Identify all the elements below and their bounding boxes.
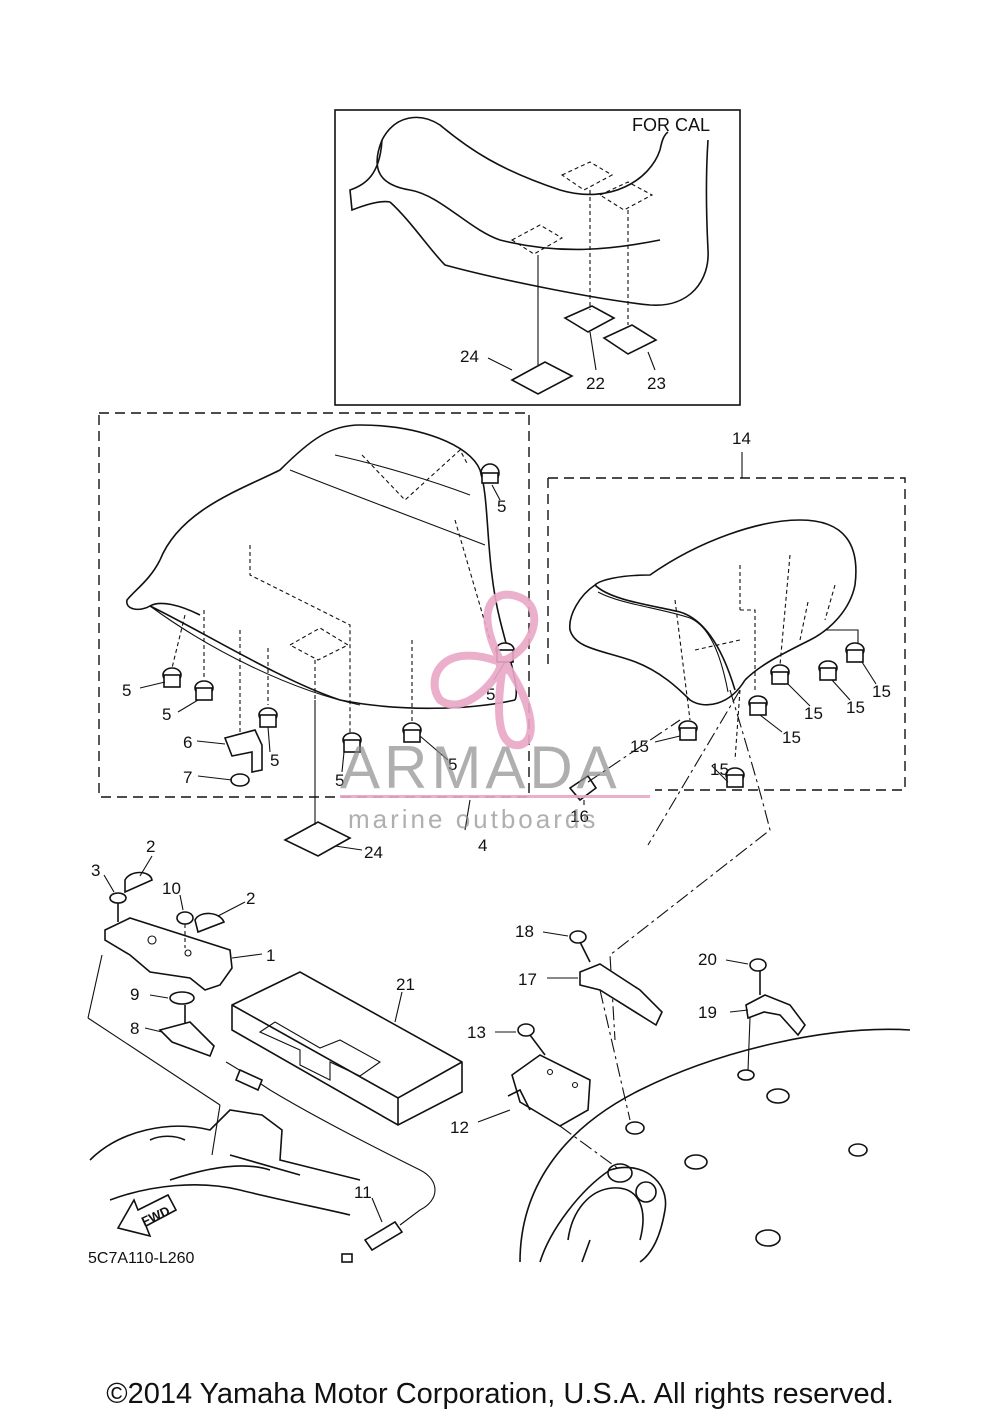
callout-1: 1 [266,946,275,965]
callout-22: 22 [586,374,605,393]
callout-5: 5 [270,751,279,770]
callout-5: 5 [162,705,171,724]
callout-8: 8 [130,1019,139,1038]
callout-15: 15 [782,728,801,747]
callout-15: 15 [846,698,865,717]
callout-24: 24 [460,347,479,366]
passenger-seat-assembly: 14 15 15 [547,429,906,826]
callout-14: 14 [732,429,751,448]
callout-5: 5 [122,681,131,700]
callout-11: 11 [354,1183,372,1202]
callout-17: 17 [518,970,537,989]
callout-2: 2 [146,837,155,856]
watermark-brand: ARMADA [340,734,621,801]
seat-hooks-and-fender: 12 13 17 18 19 20 [450,922,911,1263]
callout-2: 2 [246,889,255,908]
callout-5: 5 [448,755,457,774]
callout-15: 15 [710,760,729,779]
watermark-tagline: marine outboards [348,804,598,834]
callout-15: 15 [872,682,891,701]
callout-16: 16 [570,807,589,826]
callout-5: 5 [335,771,344,790]
callout-20: 20 [698,950,717,969]
seat-lock-assembly: FWD 2 2 3 10 1 9 8 11 5C7A110-L260 [87,837,436,1267]
copyright-notice: ©2014 Yamaha Motor Corporation, U.S.A. A… [106,1378,894,1410]
grommet [480,463,500,484]
callout-24: 24 [364,843,383,862]
callout-7: 7 [183,768,192,787]
callout-13: 13 [467,1023,486,1042]
callout-5: 5 [497,497,506,516]
callout-23: 23 [647,374,666,393]
callout-10: 10 [162,879,181,898]
callout-15: 15 [804,704,823,723]
callout-3: 3 [91,861,100,880]
diagram-code: 5C7A110-L260 [88,1250,195,1267]
callout-19: 19 [698,1003,717,1022]
propeller-logo [430,590,539,750]
storage-tray: 21 [231,971,463,1126]
callout-9: 9 [130,985,139,1004]
callout-12: 12 [450,1118,469,1137]
front-seat-assembly: 5 5 5 5 5 5 5 6 7 24 4 [98,412,530,862]
inset-for-cal: FOR CAL 24 22 23 [334,109,741,406]
callout-21: 21 [396,975,415,994]
callout-18: 18 [515,922,534,941]
armada-watermark: ARMADA marine outboards [340,590,650,834]
inset-label: FOR CAL [632,115,710,135]
callout-4: 4 [478,836,487,855]
callout-15: 15 [630,737,649,756]
callout-5: 5 [486,685,495,704]
callout-6: 6 [183,733,192,752]
